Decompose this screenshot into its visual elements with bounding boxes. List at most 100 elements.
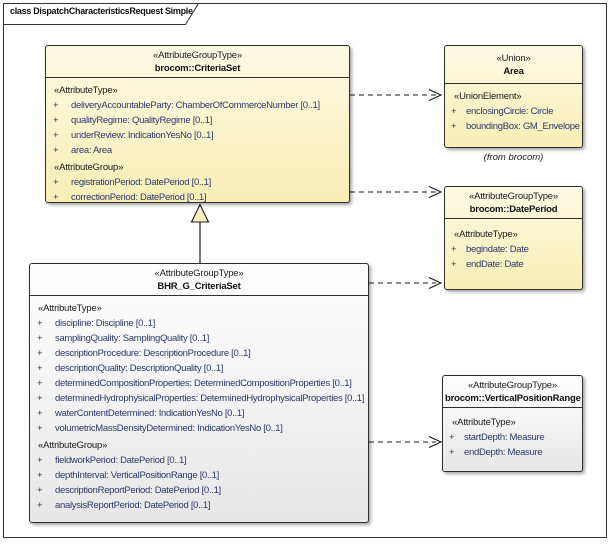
visibility-public: + (53, 177, 59, 188)
attribute-row[interactable]: + descriptionQuality: DescriptionQuality … (30, 361, 368, 376)
attribute-text: endDate: Date (466, 259, 524, 270)
attribute-text: startDepth: Measure (464, 432, 545, 443)
generalization-arrow-bhr-to-criteriaset (190, 203, 210, 263)
open-arrowhead-icon (428, 277, 443, 289)
class-header: «AttributeGroupType» brocom::DatePeriod (445, 187, 582, 219)
hollow-triangle-icon (190, 203, 210, 223)
attribute-row[interactable]: + deliveryAccountableParty: ChamberOfComm… (46, 98, 349, 113)
visibility-public: + (449, 432, 455, 443)
class-header: «AttributeGroupType» brocom::VerticalPos… (443, 376, 582, 408)
class-name: brocom::DatePeriod (469, 204, 558, 215)
class-header: «AttributeGroupType» brocom::CriteriaSet (46, 46, 349, 78)
attribute-row[interactable]: +descriptionReportPeriod: DatePeriod [0.… (30, 483, 368, 498)
from-package-note: (from brocom) (483, 152, 544, 163)
visibility-public: + (37, 393, 43, 404)
class-stereotype: «AttributeGroupType» (468, 380, 557, 391)
visibility-public: + (37, 318, 43, 329)
class-stereotype: «Union» (496, 53, 531, 64)
class-attributes: «AttributeType» + deliveryAccountablePart… (46, 78, 349, 203)
open-arrowhead-icon (428, 186, 443, 198)
class-bhr-g-criteriaset[interactable]: «AttributeGroupType» BHR_G_CriteriaSet «… (29, 263, 369, 523)
visibility-public: + (37, 333, 43, 344)
attribute-row[interactable]: +enclosingCircle: Circle (445, 104, 582, 119)
diagram-title: class DispatchCharacteristicsRequest Sim… (10, 6, 193, 16)
attribute-text: determinedCompositionProperties: Determi… (55, 378, 352, 389)
dependency-arrow-criteriaset-to-area (350, 89, 443, 101)
class-attributes: «AttributeType» + begindate: Date +endDat… (445, 219, 582, 272)
attribute-row[interactable]: + qualityRegime: QualityRegime [0..1] (46, 113, 349, 128)
class-attributes: «AttributeType» +discipline: Discipline … (30, 296, 368, 513)
attribute-text: area: Area (71, 145, 112, 156)
section-stereotype: «AttributeGroup» (54, 162, 124, 173)
section-stereotype: «AttributeType» (38, 303, 102, 314)
dependency-arrow-bhr-to-dateperiod (369, 277, 443, 289)
attribute-row[interactable]: + begindate: Date (445, 242, 582, 257)
attribute-row[interactable]: + determinedCompositionProperties: Determ… (30, 376, 368, 391)
section-stereotype: «AttributeType» (454, 229, 518, 240)
attribute-row[interactable]: +fieldworkPeriod: DatePeriod [0..1] (30, 453, 368, 468)
class-header: «AttributeGroupType» BHR_G_CriteriaSet (30, 264, 368, 296)
attribute-row[interactable]: +endDate: Date (445, 257, 582, 272)
attribute-text: registrationPeriod: DatePeriod [0..1] (71, 177, 211, 188)
attribute-row[interactable]: + area: Area (46, 143, 349, 158)
attribute-row[interactable]: +endDepth: Measure (443, 445, 582, 460)
attribute-row[interactable]: +descriptionProcedure: DescriptionProced… (30, 346, 368, 361)
open-arrowhead-icon (428, 436, 443, 448)
attribute-text: waterContentDetermined: IndicationYesNo … (55, 408, 245, 419)
class-name: BHR_G_CriteriaSet (157, 281, 241, 292)
attribute-text: fieldworkPeriod: DatePeriod [0..1] (55, 455, 187, 466)
attribute-row[interactable]: + registrationPeriod: DatePeriod [0..1] (46, 175, 349, 190)
visibility-public: + (37, 500, 43, 511)
visibility-public: + (53, 130, 59, 141)
section-stereotype: «AttributeType» (54, 85, 118, 96)
diagram-frame-border (3, 3, 607, 538)
class-attributes: «UnionElement» +enclosingCircle: Circle … (445, 84, 582, 134)
attribute-row[interactable]: + startDepth: Measure (443, 430, 582, 445)
visibility-public: + (451, 121, 457, 132)
attribute-row[interactable]: +discipline: Discipline [0..1] (30, 316, 368, 331)
attribute-text: descriptionReportPeriod: DatePeriod [0..… (55, 485, 221, 496)
attribute-text: begindate: Date (466, 244, 529, 255)
class-attributes: «AttributeType» + startDepth: Measure +en… (443, 408, 582, 460)
visibility-public: + (53, 100, 59, 111)
class-stereotype: «AttributeGroupType» (154, 268, 244, 279)
open-arrowhead-icon (428, 89, 443, 101)
visibility-public: + (449, 447, 455, 458)
visibility-public: + (37, 408, 43, 419)
visibility-public: + (37, 423, 43, 434)
class-brocom-verticalpositionrange[interactable]: «AttributeGroupType» brocom::VerticalPos… (442, 375, 583, 472)
attribute-text: descriptionProcedure: DescriptionProcedu… (55, 348, 251, 359)
visibility-public: + (37, 363, 43, 374)
attribute-row[interactable]: +volumetricMassDensityDetermined: Indica… (30, 421, 368, 436)
class-stereotype: «AttributeGroupType» (469, 191, 558, 202)
visibility-public: + (37, 378, 43, 389)
attribute-text: underReview: IndicationYesNo [0..1] (71, 130, 214, 141)
class-stereotype: «AttributeGroupType» (153, 50, 242, 61)
attribute-text: descriptionQuality: DescriptionQuality [… (55, 363, 224, 374)
visibility-public: + (53, 115, 59, 126)
visibility-public: + (53, 145, 59, 156)
attribute-text: deliveryAccountableParty: ChamberOfComme… (71, 100, 320, 111)
class-name: Area (503, 66, 524, 77)
attribute-row[interactable]: +correctionPeriod: DatePeriod [0..1] (46, 190, 349, 203)
attribute-row[interactable]: +samplingQuality: SamplingQuality [0..1] (30, 331, 368, 346)
attribute-row[interactable]: +depthInterval: VerticalPositionRange [0… (30, 468, 368, 483)
attribute-row[interactable]: + boundingBox: GM_Envelope (445, 119, 582, 134)
attribute-row[interactable]: + underReview: IndicationYesNo [0..1] (46, 128, 349, 143)
class-brocom-criteriaset[interactable]: «AttributeGroupType» brocom::CriteriaSet… (45, 45, 350, 203)
attribute-row[interactable]: +analysisReportPeriod: DatePeriod [0..1] (30, 498, 368, 513)
section-stereotype: «AttributeType» (452, 417, 516, 428)
attribute-row[interactable]: + waterContentDetermined: IndicationYesNo… (30, 406, 368, 421)
attribute-row[interactable]: +determinedHydrophysicalProperties: Dete… (30, 391, 368, 406)
attribute-text: boundingBox: GM_Envelope (466, 121, 580, 132)
attribute-text: qualityRegime: QualityRegime [0..1] (71, 115, 213, 126)
visibility-public: + (37, 470, 43, 481)
class-brocom-dateperiod[interactable]: «AttributeGroupType» brocom::DatePeriod … (444, 186, 583, 290)
visibility-public: + (451, 244, 457, 255)
dependency-arrow-criteriaset-to-dateperiod (350, 186, 443, 198)
class-area[interactable]: «Union» Area «UnionElement» +enclosingCi… (444, 45, 583, 148)
visibility-public: + (53, 192, 59, 203)
section-stereotype: «UnionElement» (454, 91, 522, 102)
